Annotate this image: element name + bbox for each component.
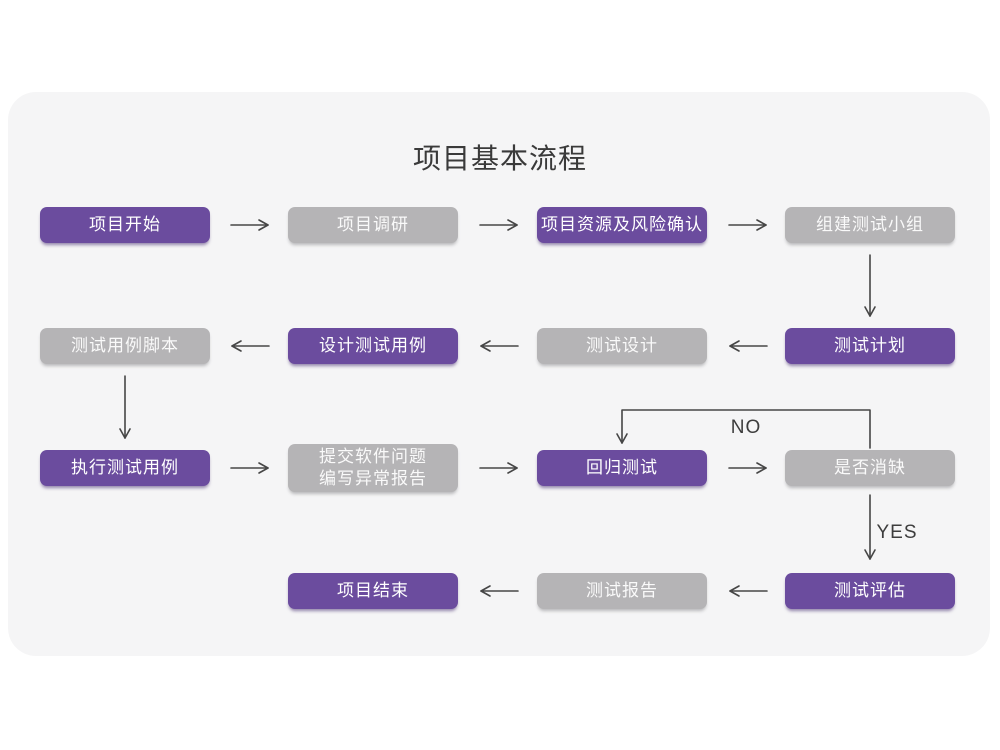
flow-node-project-start: 项目开始: [40, 207, 210, 243]
flow-node-resources-risk-confirm: 项目资源及风险确认: [537, 207, 707, 243]
flow-node-label: 测试计划: [834, 336, 906, 355]
flow-node-design-test-cases: 设计测试用例: [288, 328, 458, 364]
flow-node-project-research: 项目调研: [288, 207, 458, 243]
flow-node-label: 是否消缺: [834, 458, 906, 477]
flow-node-label: 项目结束: [337, 581, 409, 600]
flow-node-label: 测试用例脚本: [71, 336, 179, 355]
branch-label-yes: YES: [876, 522, 918, 543]
diagram-title: 项目基本流程: [412, 143, 587, 174]
branch-label-no: NO: [730, 417, 762, 438]
flow-node-defect-cleared: 是否消缺: [785, 450, 955, 486]
flow-node-submit-issues-report: 提交软件问题 编写异常报告: [288, 444, 458, 492]
flow-node-test-design: 测试设计: [537, 328, 707, 364]
flow-node-label: 项目资源及风险确认: [541, 215, 703, 234]
flow-node-label: 测试设计: [586, 336, 658, 355]
flow-node-label: 提交软件问题 编写异常报告: [319, 447, 427, 488]
flow-node-label: 测试报告: [586, 581, 658, 600]
flow-node-test-report: 测试报告: [537, 573, 707, 609]
flow-node-label: 测试评估: [834, 581, 906, 600]
flow-node-build-test-team: 组建测试小组: [785, 207, 955, 243]
flowchart-card: [8, 92, 990, 656]
flow-node-label: 设计测试用例: [319, 336, 427, 355]
flow-node-test-evaluation: 测试评估: [785, 573, 955, 609]
flow-node-label: 执行测试用例: [71, 458, 179, 477]
flow-node-project-end: 项目结束: [288, 573, 458, 609]
flow-node-label: 回归测试: [586, 458, 658, 477]
flow-node-regression-test: 回归测试: [537, 450, 707, 486]
flow-node-test-plan: 测试计划: [785, 328, 955, 364]
flow-node-execute-test-cases: 执行测试用例: [40, 450, 210, 486]
flow-node-test-case-scripts: 测试用例脚本: [40, 328, 210, 364]
flow-node-label: 项目调研: [337, 215, 409, 234]
flow-node-label: 项目开始: [89, 215, 161, 234]
flow-node-label: 组建测试小组: [816, 215, 924, 234]
